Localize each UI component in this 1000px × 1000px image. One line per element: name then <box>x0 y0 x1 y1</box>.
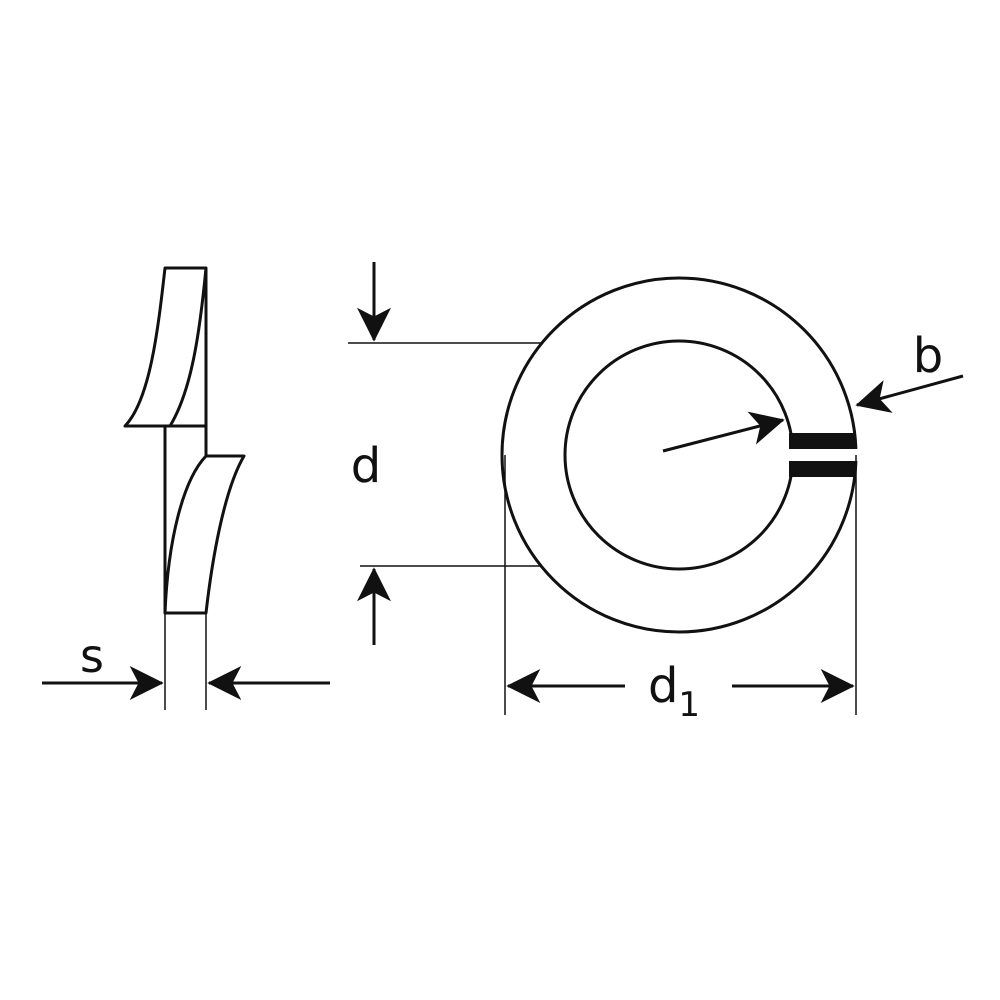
washer-split-face-bottom <box>789 461 856 477</box>
washer-side-upper-curve <box>168 267 208 427</box>
washer-split-face-top <box>789 433 856 449</box>
b-dimension <box>855 374 964 413</box>
washer-side-lower-part <box>163 454 246 615</box>
s-dimension <box>42 613 330 710</box>
washer-split-gap <box>789 449 859 461</box>
radius-arrow <box>662 411 785 453</box>
washer-front-view <box>500 276 859 634</box>
d1-label-subscript: 1 <box>678 685 700 725</box>
d1-dimension <box>504 455 857 715</box>
washer-side-upper-part <box>123 266 208 428</box>
d1-label: d1 <box>648 658 700 725</box>
b-arrow <box>855 374 964 413</box>
b-label: b <box>913 328 943 384</box>
d-label: d <box>351 438 381 494</box>
washer-inner-circle <box>563 339 795 571</box>
s-label: s <box>80 629 104 683</box>
d1-label-base: d <box>648 658 678 714</box>
washer-side-view <box>123 266 246 615</box>
